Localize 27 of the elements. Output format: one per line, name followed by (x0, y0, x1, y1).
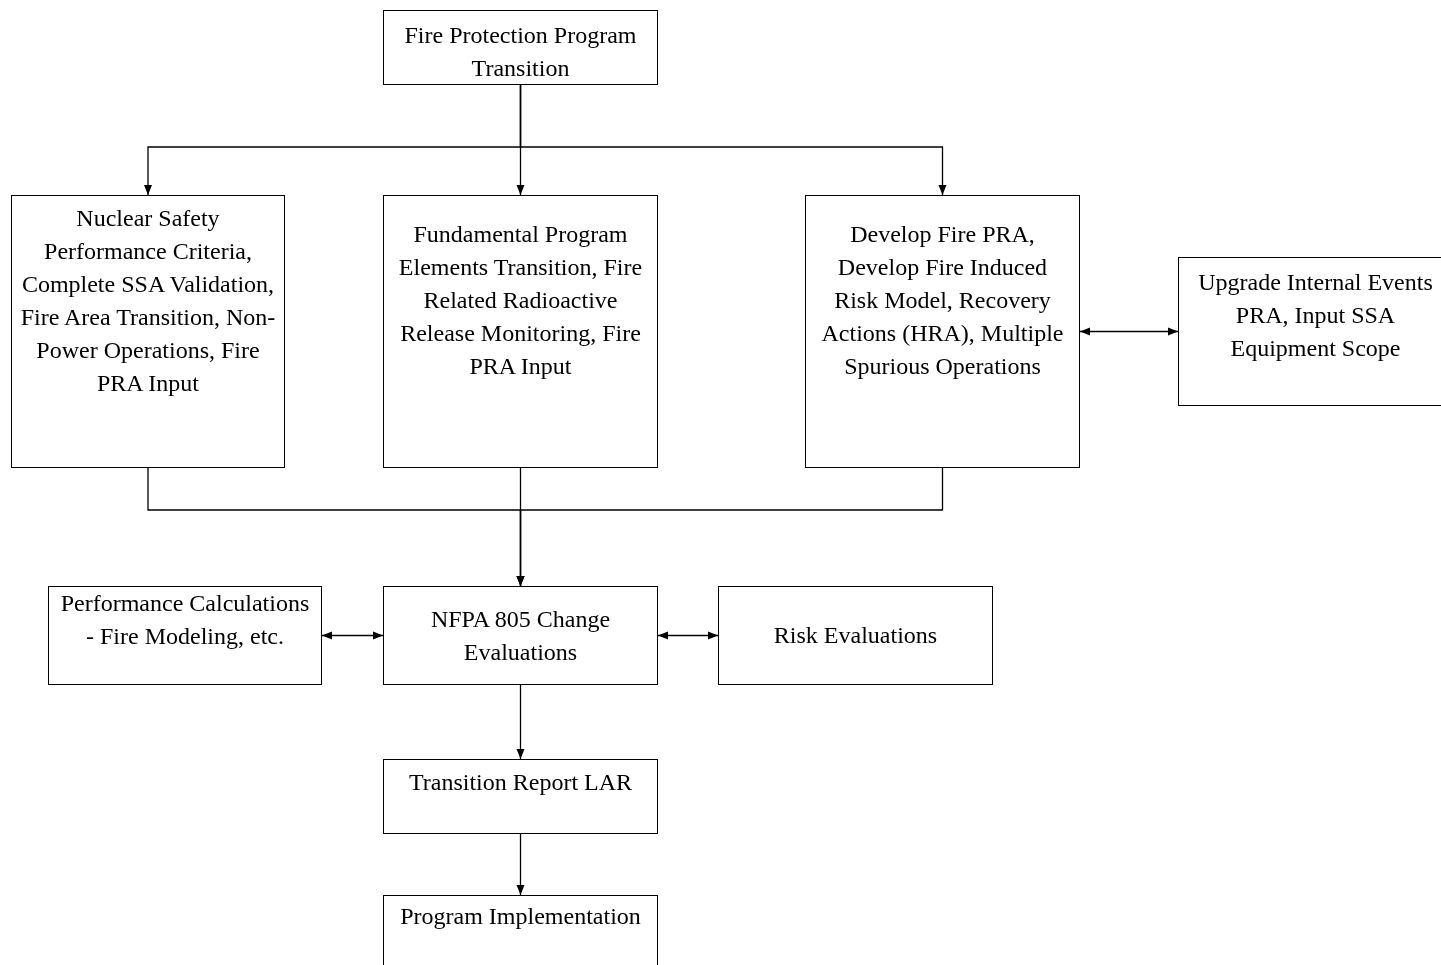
process-box (383, 195, 658, 468)
arrow (321, 631, 384, 640)
arrow (1079, 327, 1179, 336)
box-text: Transition Report LAR (408, 768, 633, 797)
process-box (805, 195, 1080, 468)
arrow (516, 684, 525, 760)
box-text: Upgrade Internal Events PRA, Input SSA Equipment Scope (1197, 268, 1434, 363)
box-text: Fire Protection Program Transition (403, 21, 638, 83)
box-text: Performance Calculations - Fire Modeling, etc. (59, 589, 311, 651)
box-text: Risk Evaluations (773, 621, 938, 650)
process-box (383, 10, 658, 85)
arrow (657, 631, 719, 640)
process-box (383, 759, 658, 834)
arrow (516, 833, 525, 896)
box-text: NFPA 805 Change Evaluations (429, 605, 612, 667)
box-text: Program Implementation (400, 902, 641, 931)
process-box (11, 195, 285, 468)
box-text: Fundamental Program Elements Transition, Fire Related Radioactive Release Monitoring, Fire PRA Input (397, 220, 644, 381)
arrow (519, 84, 947, 196)
box-text: Nuclear Safety Performance Criteria, Complete SSA Validation, Fire Area Transition, Non-Power Operations, Fire PRA Input (20, 204, 276, 398)
arrow (516, 467, 944, 587)
process-box (48, 586, 322, 685)
process-box (1178, 257, 1441, 406)
box-text: Develop Fire PRA, Develop Fire Induced Risk Model, Recovery Actions (HRA), Multiple Spurious Operations (820, 220, 1065, 381)
process-box (383, 586, 658, 685)
process-box (718, 586, 993, 685)
process-box (383, 895, 658, 965)
